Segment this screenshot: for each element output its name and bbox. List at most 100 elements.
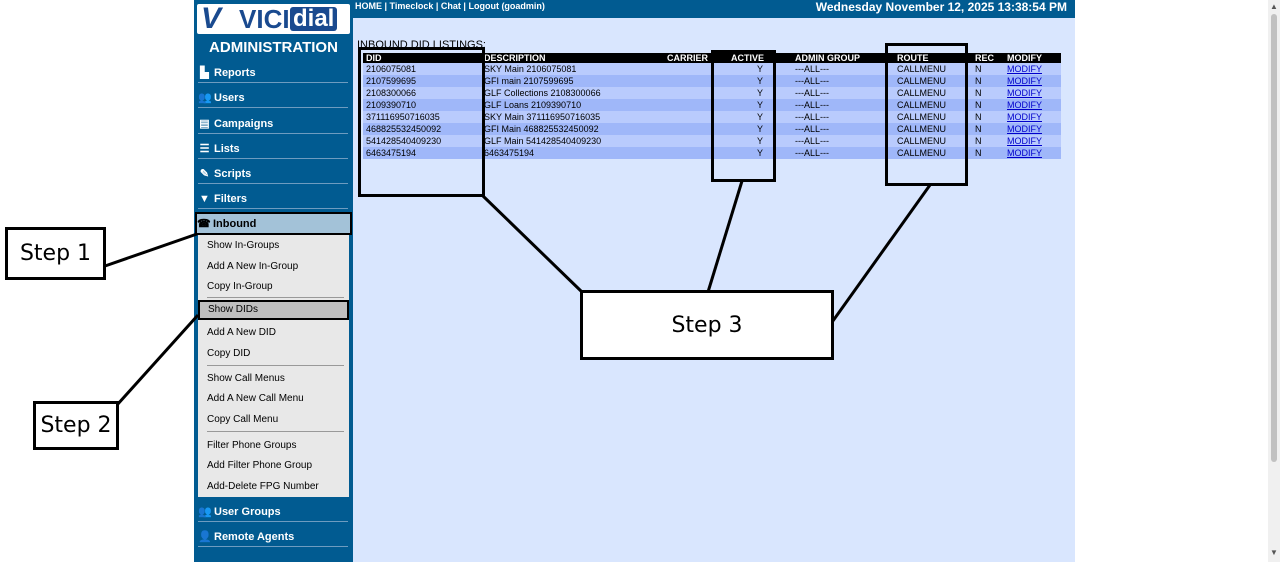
submenu-filter-phone-groups[interactable]: Filter Phone Groups (207, 440, 297, 451)
submenu-show-dids[interactable]: Show DIDs (198, 300, 349, 320)
table-icon: ▤ (199, 118, 210, 130)
cell-route: CALLMENU (894, 63, 972, 75)
submenu-show-callmenus[interactable]: Show Call Menus (207, 373, 285, 384)
cell-active: Y (728, 99, 792, 111)
top-nav-home[interactable]: HOME (355, 1, 382, 11)
nav-lists[interactable]: ☰ Lists (198, 139, 348, 159)
top-nav-timeclock[interactable]: Timeclock (389, 1, 434, 11)
cell-did: 6463475194 (363, 147, 481, 159)
cell-active: Y (728, 75, 792, 87)
cell-active: Y (728, 87, 792, 99)
nav-reports[interactable]: ▙ Reports (198, 63, 348, 83)
cell-route: CALLMENU (894, 123, 972, 135)
col-header-did[interactable]: DID (363, 53, 481, 63)
nav-scripts[interactable]: ✎Scripts (198, 164, 348, 184)
modify-link[interactable]: MODIFY (1007, 76, 1042, 86)
cell-active: Y (728, 147, 792, 159)
step3-label: Step 3 (580, 290, 834, 360)
vicidial-logo[interactable]: V VICI dial (197, 2, 350, 35)
route-column-highlight (885, 43, 968, 186)
modify-link[interactable]: MODIFY (1007, 124, 1042, 134)
cell-rec: N (972, 123, 1004, 135)
submenu-copy-ingroup[interactable]: Copy In-Group (207, 281, 273, 292)
cell-rec: N (972, 111, 1004, 123)
top-nav-separator: | (382, 1, 390, 11)
cell-description: GLF Main 541428540409230 (481, 135, 664, 147)
nav-users-label: Users (214, 91, 245, 104)
cell-admin-group: ---ALL--- (792, 87, 894, 99)
col-header-modify[interactable]: MODIFY (1004, 53, 1061, 63)
submenu-add-callmenu[interactable]: Add A New Call Menu (207, 393, 304, 404)
logo-vici: VICI (239, 4, 290, 34)
modify-link[interactable]: MODIFY (1007, 64, 1042, 74)
modify-link[interactable]: MODIFY (1007, 88, 1042, 98)
step2-label: Step 2 (33, 401, 119, 450)
nav-user-groups[interactable]: 👥User Groups (198, 502, 348, 522)
col-header-carrier[interactable]: CARRIER (664, 53, 728, 63)
col-header-admin-group[interactable]: ADMIN GROUP (792, 53, 894, 63)
user-group-icon: 👥 (198, 506, 212, 518)
submenu-add-ingroup[interactable]: Add A New In-Group (207, 261, 299, 272)
cell-description: SKY Main 2106075081 (481, 63, 664, 75)
top-nav-chat[interactable]: Chat (440, 1, 461, 11)
col-header-rec[interactable]: REC (972, 53, 1004, 63)
did-column-highlight (358, 47, 485, 197)
submenu-add-filter-phone-group[interactable]: Add Filter Phone Group (207, 460, 313, 471)
scroll-up-icon[interactable]: ▲ (1270, 2, 1278, 11)
submenu-copy-callmenu[interactable]: Copy Call Menu (207, 414, 279, 425)
cell-admin-group: ---ALL--- (792, 75, 894, 87)
vertical-scrollbar[interactable]: ▲ ▼ (1268, 0, 1280, 562)
cell-did: 2109390710 (363, 99, 481, 111)
nav-inbound-label: Inbound (213, 217, 257, 230)
nav-lists-label: Lists (214, 142, 240, 155)
list-icon: ☰ (199, 143, 210, 155)
cell-admin-group: ---ALL--- (792, 111, 894, 123)
nav-reports-label: Reports (214, 66, 256, 79)
scrollbar-thumb[interactable] (1271, 14, 1277, 462)
submenu-add-did[interactable]: Add A New DID (207, 327, 276, 338)
submenu-divider (207, 297, 344, 298)
bar-chart-icon: ▙ (200, 67, 209, 79)
cell-modify: MODIFY (1004, 87, 1061, 99)
funnel-icon: ▼ (199, 192, 210, 205)
modify-link[interactable]: MODIFY (1007, 148, 1042, 158)
cell-modify: MODIFY (1004, 123, 1061, 135)
nav-inbound[interactable]: ☎Inbound (195, 212, 352, 235)
submenu-copy-did[interactable]: Copy DID (207, 348, 251, 359)
modify-link[interactable]: MODIFY (1007, 136, 1042, 146)
nav-user-groups-label: User Groups (214, 505, 281, 518)
cell-active: Y (728, 63, 792, 75)
admin-title: ADMINISTRATION (209, 39, 338, 56)
logo-v: V (201, 2, 221, 35)
modify-link[interactable]: MODIFY (1007, 100, 1042, 110)
cell-rec: N (972, 63, 1004, 75)
cell-did: 2108300066 (363, 87, 481, 99)
nav-filters[interactable]: ▼Filters (198, 189, 348, 209)
col-header-route[interactable]: ROUTE (894, 53, 972, 63)
sidebar: V VICI dial ADMINISTRATION ▙Reports 👥Use… (194, 0, 353, 562)
col-header-active[interactable]: ACTIVE (728, 53, 792, 63)
nav-users[interactable]: 👥Users (198, 88, 348, 108)
nav-campaigns[interactable]: ▤ Campaigns (198, 114, 348, 134)
submenu-show-ingroups[interactable]: Show In-Groups (207, 240, 280, 251)
remote-agent-icon: 👤 (198, 531, 212, 543)
modify-link[interactable]: MODIFY (1007, 112, 1042, 122)
cell-route: CALLMENU (894, 135, 972, 147)
nav-remote-agents-label: Remote Agents (214, 530, 295, 543)
top-nav-separator: | (460, 1, 469, 11)
cell-admin-group: ---ALL--- (792, 99, 894, 111)
top-nav-logout[interactable]: Logout (goadmin) (468, 1, 545, 11)
cell-active: Y (728, 123, 792, 135)
cell-modify: MODIFY (1004, 75, 1061, 87)
col-header-description[interactable]: DESCRIPTION (481, 53, 664, 63)
cell-active: Y (728, 111, 792, 123)
scroll-down-icon[interactable]: ▼ (1270, 548, 1278, 557)
submenu-divider (207, 365, 344, 366)
submenu-add-delete-fpg[interactable]: Add-Delete FPG Number (207, 481, 319, 492)
nav-campaigns-label: Campaigns (214, 117, 274, 130)
cell-did: 371116950716035 (363, 111, 481, 123)
nav-remote-agents[interactable]: 👤Remote Agents (198, 527, 348, 547)
cell-description: 6463475194 (481, 147, 664, 159)
